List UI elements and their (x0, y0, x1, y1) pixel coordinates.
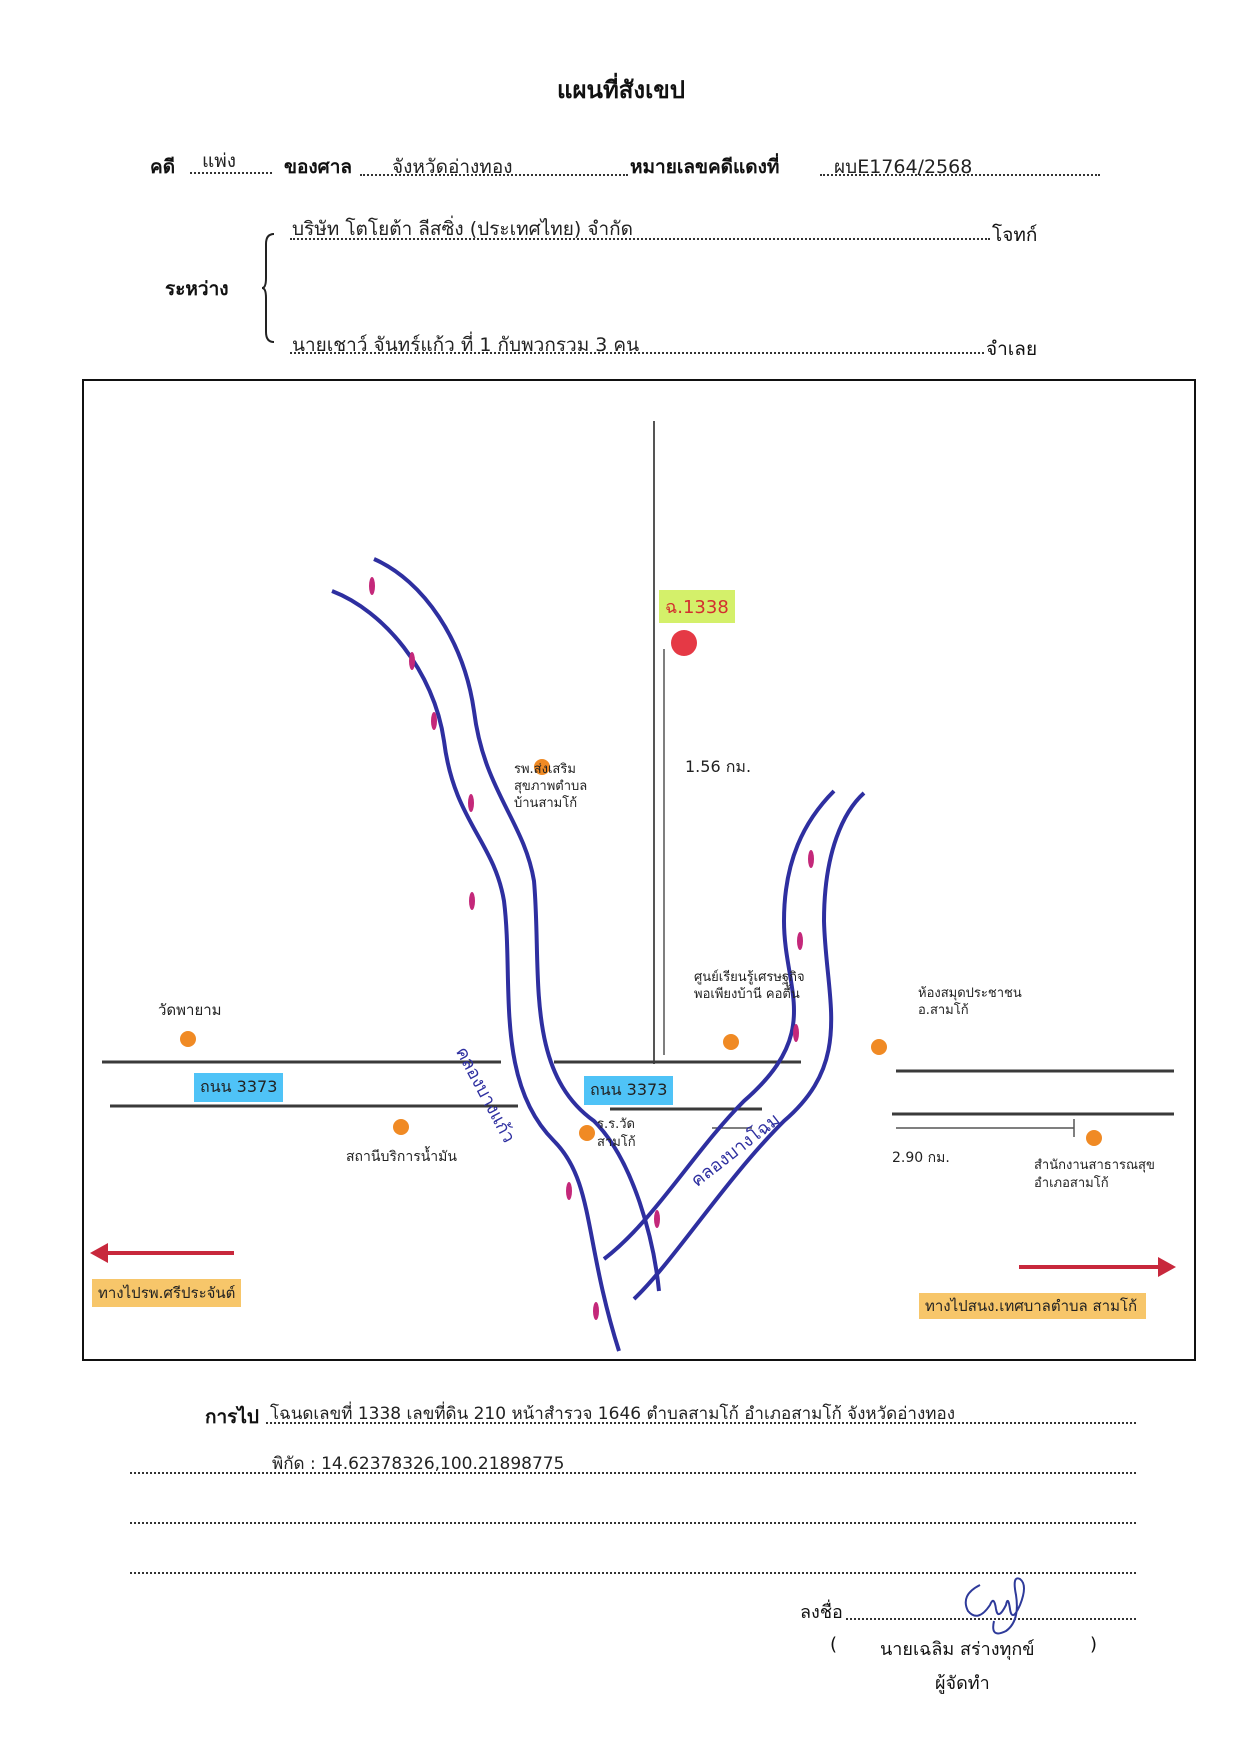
map-frame: ฉ.1338 1.56 กม. 2.90 กม. รพ.ส่งเสริม สุข… (82, 379, 1196, 1361)
red-case-value: ผบE1764/2568 (834, 156, 973, 178)
hospital-dot (534, 759, 550, 775)
map-canvas (90, 421, 1176, 1352)
gas-station-dot (393, 1119, 409, 1135)
case-type-line (190, 172, 272, 174)
directions-dotline-3 (130, 1522, 1136, 1524)
road-label-center: ถนน 3373 (584, 1076, 674, 1105)
gas-station-label: สถานีบริการน้ำมัน (346, 1149, 457, 1165)
flow-marks (369, 577, 814, 1320)
flow-mark (566, 1182, 572, 1200)
directions-dotline-4 (130, 1572, 1136, 1574)
arrow-left-label: ทางไปรพ.ศรีประจันต์ (92, 1279, 242, 1307)
signer-role: ผู้จัดทำ (935, 1673, 990, 1694)
deed-marker-label: ฉ.1338 (659, 590, 735, 623)
case-label: คดี (150, 156, 176, 178)
temple-dot (180, 1031, 196, 1047)
court-line (360, 174, 628, 176)
sign-dotline (846, 1618, 1136, 1620)
signer-name: นายเฉลิม สร่างทุกข์ (880, 1639, 1035, 1660)
deed-marker-dot (671, 630, 697, 656)
learning-center-dot (723, 1034, 739, 1050)
hospital-label: รพ.ส่งเสริม สุขภาพตำบล บ้านสามโก้ (514, 762, 588, 811)
flow-mark (654, 1210, 660, 1228)
court-value: จังหวัดอ่างทอง (392, 156, 513, 178)
road-label-left: ถนน 3373 (194, 1073, 284, 1102)
defendant-name: นายเชาว์ จันทร์แก้ว ที่ 1 กับพวกรวม 3 คน (292, 334, 640, 356)
brace-icon (262, 233, 275, 343)
flow-mark (793, 1024, 799, 1042)
case-type-value: แพ่ง (202, 150, 237, 172)
red-case-label: หมายเลขคดีแดงที่ (630, 156, 780, 178)
signer-close-paren: ) (1090, 1634, 1098, 1655)
flow-mark (808, 850, 814, 868)
page-title: แผนที่สังเขป (557, 76, 685, 104)
flow-mark (797, 932, 803, 950)
health-office-label: สำนักงานสาธารณสุข อำเภอสามโก้ (1034, 1158, 1155, 1191)
plaintiff-name: บริษัท โตโยต้า ลีสซิ่ง (ประเทศไทย) จำกัด (292, 218, 634, 240)
flow-mark (468, 794, 474, 812)
directions-label: การไป (205, 1406, 259, 1428)
plaintiff-role: โจทก์ (992, 224, 1038, 246)
temple-label: วัดพายาม (158, 1001, 222, 1019)
directions-line-2: พิกัด : 14.62378326,100.21898775 (272, 1454, 565, 1474)
canal-right-bank-outer (602, 789, 836, 1261)
flow-mark (409, 652, 415, 670)
flow-mark (469, 892, 475, 910)
learning-center-label: ศูนย์เรียนรู้เศรษฐกิจ พอเพียงบ้านี คอตื้… (694, 970, 805, 1002)
sign-label: ลงชื่อ (800, 1602, 843, 1623)
signer-open-paren: ( (830, 1634, 838, 1655)
defendant-role: จำเลย (986, 338, 1038, 360)
defendant-line (290, 352, 984, 354)
directions-dotline-1 (266, 1422, 1136, 1424)
canal-left-bank-inner (373, 557, 661, 1292)
health-office-dot (1086, 1130, 1102, 1146)
plaintiff-line (290, 238, 990, 240)
school-label: ร.ร.วัด สามโก้ (597, 1117, 636, 1150)
school-dot (579, 1125, 595, 1141)
arrow-right-icon (1158, 1257, 1176, 1277)
canal-right-bank-inner (632, 791, 866, 1301)
distance-east-label: 2.90 กม. (892, 1150, 950, 1166)
flow-mark (431, 712, 437, 730)
place-dots (180, 759, 1102, 1146)
library-label: ห้องสมุดประชาชน อ.สามโก้ (918, 986, 1022, 1018)
canal-left-bank-outer (331, 589, 621, 1352)
distance-north-label: 1.56 กม. (685, 757, 752, 776)
library-dot (871, 1039, 887, 1055)
directions-dotline-2 (130, 1472, 1136, 1474)
signature-icon (964, 1577, 1025, 1635)
flow-mark (369, 577, 375, 595)
red-case-line (820, 174, 1100, 176)
arrow-left-icon (90, 1243, 108, 1263)
directions-line-1: โฉนดเลขที่ 1338 เลขที่ดิน 210 หน้าสำรวจ … (270, 1404, 955, 1424)
flow-mark (593, 1302, 599, 1320)
arrow-right-label: ทางไปสนง.เทศบาลตำบล สามโก้ (919, 1293, 1146, 1319)
court-label: ของศาล (284, 156, 353, 178)
between-label: ระหว่าง (165, 278, 229, 300)
